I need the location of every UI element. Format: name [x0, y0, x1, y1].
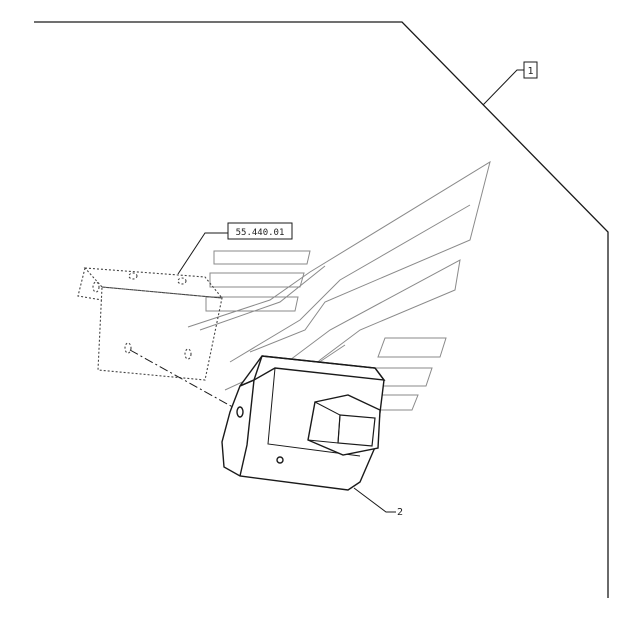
- module-side-edge: [253, 355, 263, 381]
- assembly-ref-box: [523, 61, 538, 79]
- item-callout[interactable]: 2: [353, 487, 403, 518]
- part-ref-box: [227, 222, 293, 240]
- item-ref-label: 2: [397, 507, 403, 518]
- mounting-bracket-outline: [77, 267, 224, 381]
- module-unit[interactable]: [221, 355, 386, 491]
- module-side-face: [239, 378, 255, 477]
- assembly-ref-label: 1: [527, 66, 533, 77]
- part-ref-label: 55.440.01: [236, 228, 285, 238]
- assembly-leader-line: [482, 69, 524, 106]
- mounting-center-line: [129, 349, 239, 411]
- item-leader-line: [353, 487, 396, 513]
- module-inner-edge: [267, 367, 361, 457]
- module-mount-hole: [236, 406, 244, 418]
- sheet-boundary-line: [34, 21, 609, 598]
- assembly-callout[interactable]: 1: [482, 61, 538, 106]
- module-screw-hole: [276, 456, 284, 464]
- part-leader-line: [177, 232, 228, 275]
- connector-edge: [307, 401, 341, 444]
- part-callout[interactable]: 55.440.01: [177, 222, 293, 275]
